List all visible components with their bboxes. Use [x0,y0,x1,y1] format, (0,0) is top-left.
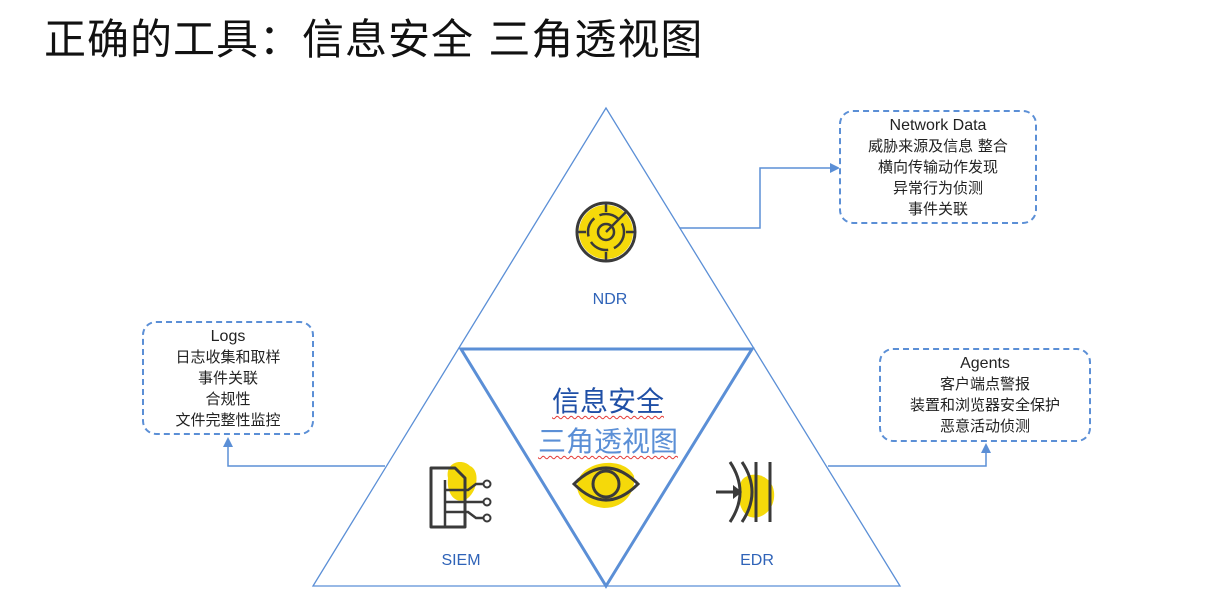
callout-line: 文件完整性监控 [175,411,281,429]
center-title-line2: 三角透视图 [537,425,678,458]
eye-icon [571,462,641,508]
callout-line: 日志收集和取样 [175,348,281,366]
callout-heading: Network Data [889,117,987,134]
inner-triangle [458,347,755,589]
outer-triangle [311,106,902,587]
callout-agents: Agents 客户端点警报 装置和浏览器安全保护 恶意活动侦测 [879,348,1091,442]
page-title: 正确的工具：信息安全 三角透视图 [44,15,704,64]
callout-line: 异常行为侦测 [892,179,983,197]
connector-logs [223,437,385,467]
callout-heading: Logs [210,328,246,345]
callout-line: 横向传输动作发现 [877,158,998,176]
log-flow-icon [429,462,492,529]
callout-line: 事件关联 [907,200,968,218]
connector-agents [828,443,991,467]
callout-line: 合规性 [205,390,251,408]
siem-label: SIEM [441,552,481,569]
callout-line: 装置和浏览器安全保护 [909,396,1060,414]
edr-label: EDR [740,552,774,569]
callout-heading: Agents [960,355,1010,372]
center-title-line1: 信息安全 [551,385,664,418]
callout-line: 客户端点警报 [939,375,1030,393]
callout-network-data: Network Data 威胁来源及信息 整合 横向传输动作发现 异常行为侦测 … [839,110,1037,224]
ndr-label: NDR [592,291,628,308]
callout-line: 事件关联 [197,369,258,387]
endpoint-shield-icon [716,461,775,523]
callout-line: 威胁来源及信息 整合 [868,137,1008,155]
callout-line: 恶意活动侦测 [939,417,1030,435]
connector-network [680,163,840,229]
callout-logs: Logs 日志收集和取样 事件关联 合规性 文件完整性监控 [142,321,314,435]
radar-icon [575,201,637,263]
